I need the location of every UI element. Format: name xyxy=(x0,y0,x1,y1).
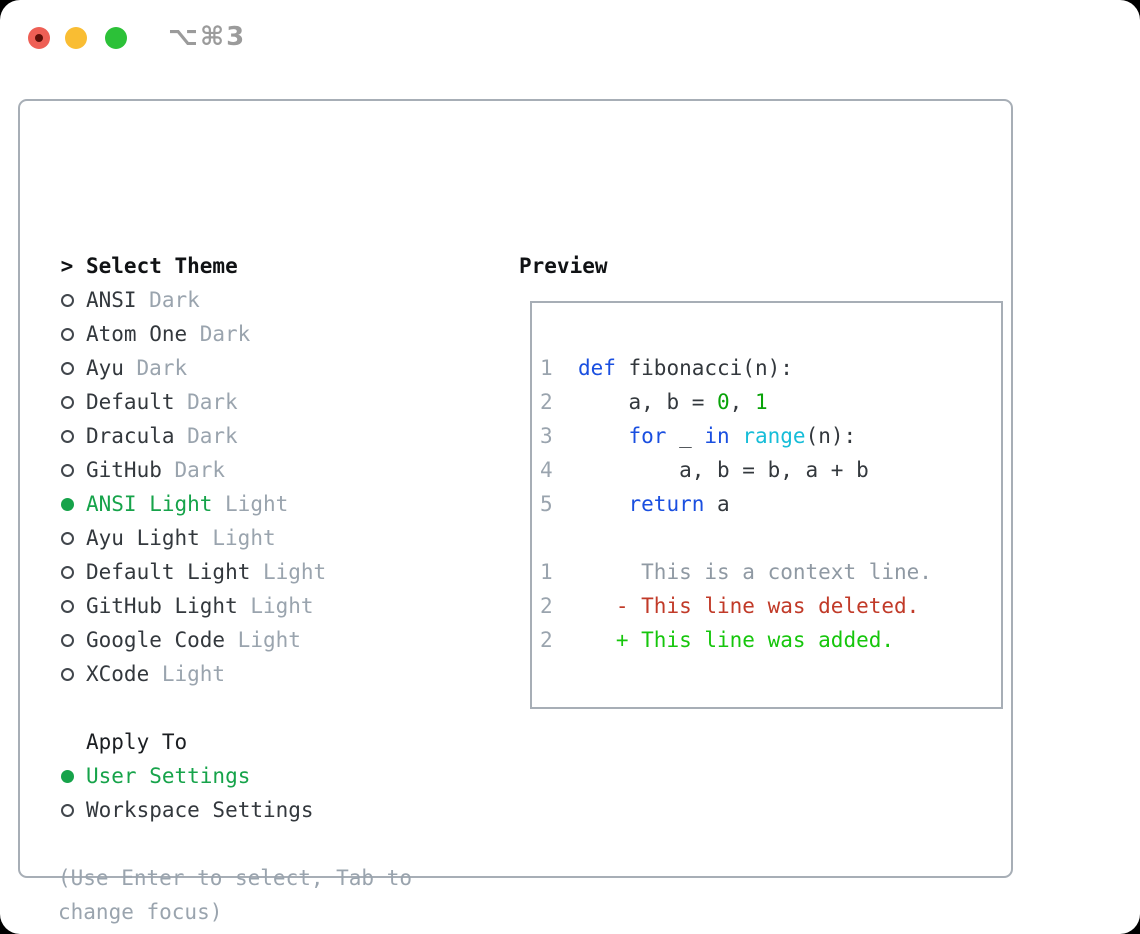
theme-option[interactable]: Ayu Light Light xyxy=(58,521,326,555)
spacer xyxy=(58,691,326,725)
theme-option-label: Default Light xyxy=(86,560,251,584)
theme-option-label: GitHub Light xyxy=(86,594,238,618)
code-line: 5 return a xyxy=(540,492,730,516)
theme-variant-label: Dark xyxy=(199,322,251,346)
theme-variant-label: Light xyxy=(161,662,226,686)
code-line xyxy=(540,526,553,550)
theme-list-title: Select Theme xyxy=(86,254,238,278)
theme-option-label: GitHub xyxy=(86,458,162,482)
minimize-button[interactable] xyxy=(65,27,87,49)
radio-unselected-icon xyxy=(58,429,76,443)
theme-variant-label: Dark xyxy=(187,424,238,448)
theme-variant-label: Dark xyxy=(174,458,226,482)
radio-selected-icon xyxy=(58,497,76,511)
theme-option[interactable]: GitHub Dark xyxy=(58,453,326,487)
theme-option[interactable]: Atom One Dark xyxy=(58,317,326,351)
code-line: 2 a, b = 0, 1 xyxy=(540,390,768,414)
preview-pane: 1 def fibonacci(n): 2 a, b = 0, 1 3 for … xyxy=(530,301,1003,709)
close-button[interactable] xyxy=(28,27,50,49)
apply-to-option[interactable]: User Settings xyxy=(58,759,326,793)
code-preview: 1 def fibonacci(n): 2 a, b = 0, 1 3 for … xyxy=(540,351,932,657)
apply-to-header: Apply To xyxy=(58,725,326,759)
code-line: 2 - This line was deleted. xyxy=(540,594,920,618)
radio-unselected-icon xyxy=(58,395,76,409)
theme-option-label: Atom One xyxy=(86,322,188,346)
theme-option-label: Ayu xyxy=(86,356,124,380)
radio-unselected-icon xyxy=(58,531,76,545)
radio-unselected-icon xyxy=(58,803,76,817)
radio-unselected-icon xyxy=(58,463,76,477)
theme-variant-label: Light xyxy=(262,560,327,584)
theme-variant-label: Light xyxy=(225,492,289,516)
theme-list-header: > Select Theme xyxy=(58,249,326,283)
theme-option[interactable]: XCode Light xyxy=(58,657,326,691)
theme-option-label: Default xyxy=(86,390,175,414)
theme-variant-label: Light xyxy=(237,628,301,652)
theme-option[interactable]: ANSI Light Light xyxy=(58,487,326,521)
radio-unselected-icon xyxy=(58,565,76,579)
theme-variant-label: Dark xyxy=(187,390,238,414)
theme-option[interactable]: Default Light Light xyxy=(58,555,326,589)
theme-option[interactable]: Default Dark xyxy=(58,385,326,419)
theme-option[interactable]: Ayu Dark xyxy=(58,351,326,385)
theme-option-label: XCode xyxy=(86,662,150,686)
radio-unselected-icon xyxy=(58,293,76,307)
theme-option-label: ANSI xyxy=(86,288,137,312)
preview-title: Preview xyxy=(519,254,608,278)
apply-to-option-label: Workspace Settings xyxy=(86,798,314,822)
usage-hint: (Use Enter to select, Tab to change focu… xyxy=(58,866,413,924)
theme-option[interactable]: ANSI Dark xyxy=(58,283,326,317)
radio-selected-icon xyxy=(58,769,76,783)
code-line: 1 This is a context line. xyxy=(540,560,932,584)
theme-option-label: Ayu Light xyxy=(86,526,200,550)
apply-to-option-label: User Settings xyxy=(86,764,251,788)
theme-option-label: ANSI Light xyxy=(86,492,213,516)
radio-unselected-icon xyxy=(58,361,76,375)
theme-variant-label: Light xyxy=(250,594,314,618)
theme-variant-label: Light xyxy=(212,526,276,550)
selection-caret-icon: > xyxy=(60,254,74,278)
theme-variant-label: Dark xyxy=(149,288,200,312)
radio-unselected-icon xyxy=(58,599,76,613)
theme-option-label: Dracula xyxy=(86,424,175,448)
theme-option[interactable]: Dracula Dark xyxy=(58,419,326,453)
theme-option[interactable]: GitHub Light Light xyxy=(58,589,326,623)
radio-unselected-icon xyxy=(58,667,76,681)
code-line: 2 + This line was added. xyxy=(540,628,895,652)
code-line: 4 a, b = b, a + b xyxy=(540,458,869,482)
code-line: 1 def fibonacci(n): xyxy=(540,356,793,380)
radio-unselected-icon xyxy=(58,633,76,647)
apply-to-option[interactable]: Workspace Settings xyxy=(58,793,326,827)
zoom-button[interactable] xyxy=(105,27,127,49)
window-shortcut-label: ⌥⌘3 xyxy=(168,22,247,52)
code-line: 3 for _ in range(n): xyxy=(540,424,857,448)
theme-variant-label: Dark xyxy=(136,356,188,380)
radio-unselected-icon xyxy=(58,327,76,341)
theme-option[interactable]: Google Code Light xyxy=(58,623,326,657)
apply-to-title: Apply To xyxy=(86,730,188,754)
theme-option-label: Google Code xyxy=(86,628,226,652)
